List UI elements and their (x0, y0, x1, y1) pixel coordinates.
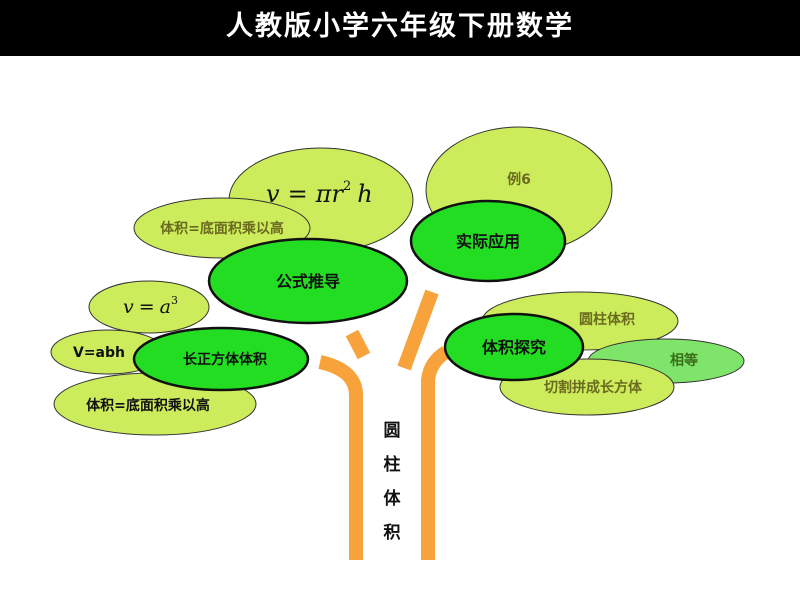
formula-exp: 2 (343, 179, 351, 194)
formula-r: r (331, 180, 344, 208)
trunk-char-4: 积 (384, 523, 401, 543)
cube-exp: 3 (171, 294, 178, 307)
formula-pi: π (315, 180, 333, 208)
svg-text:相等: 相等 (670, 352, 698, 369)
cube-v: v (123, 296, 134, 318)
header-bar: 人教版小学六年级下册数学 (0, 0, 800, 56)
svg-text:体积探究: 体积探究 (482, 338, 546, 357)
page-title: 人教版小学六年级下册数学 (226, 11, 574, 42)
branch-center (397, 289, 439, 371)
svg-text:体积=底面积乘以高: 体积=底面积乘以高 (86, 397, 210, 414)
node-practical-application: 实际应用 (409, 199, 567, 283)
svg-text:V=abh: V=abh (73, 345, 125, 361)
leaf-formula-cube: v=a3 (88, 280, 210, 334)
svg-text:v=a3: v=a3 (123, 294, 178, 318)
svg-text:体积=底面积乘以高: 体积=底面积乘以高 (160, 220, 284, 237)
trunk-char-1: 圆 (384, 421, 401, 441)
branch-left-stub (345, 329, 371, 360)
svg-text:圆柱体积: 圆柱体积 (579, 311, 635, 328)
formula-h: h (357, 180, 372, 208)
trunk-char-3: 体 (384, 488, 402, 509)
svg-text:实际应用: 实际应用 (456, 232, 520, 251)
svg-text:公式推导: 公式推导 (276, 272, 340, 291)
trunk-char-2: 柱 (384, 454, 401, 475)
formula-v: v (266, 180, 280, 208)
node-formula-derivation: 公式推导 (207, 237, 409, 325)
node-cuboid-volume: 长正方体体积 (132, 326, 310, 392)
node-volume-exploration: 体积探究 (443, 312, 585, 382)
trunk-left-line (318, 355, 363, 560)
trunk-right-line (421, 346, 450, 560)
cube-a: a (160, 296, 171, 318)
svg-text:例6: 例6 (507, 171, 531, 188)
cube-eq: = (139, 296, 155, 318)
tree-trunk (318, 289, 450, 560)
formula-eq: = (288, 180, 308, 208)
svg-text:切割拼成长方体: 切割拼成长方体 (544, 379, 643, 396)
svg-text:长正方体体积: 长正方体体积 (183, 351, 267, 368)
